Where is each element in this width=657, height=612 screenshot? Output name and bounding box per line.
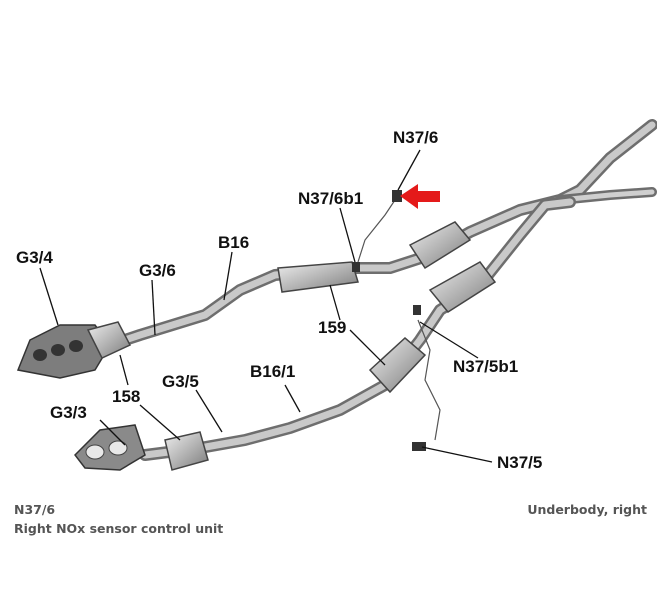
n37-6b1-sensor xyxy=(352,262,360,272)
right-front-catalytic-converter xyxy=(86,321,132,359)
lower-exhaust-pipe xyxy=(139,196,576,461)
component-code: N37/6 xyxy=(14,502,56,517)
label-g3-6: G3/6 xyxy=(139,261,176,280)
leader-lines xyxy=(39,149,493,463)
lower-middle-muffler xyxy=(368,337,427,394)
left-exhaust-manifold xyxy=(74,424,146,471)
label-n37-5: N37/5 xyxy=(497,453,542,472)
label-b16-1: B16/1 xyxy=(250,362,295,381)
upper-middle-muffler xyxy=(277,261,359,293)
n37-5b1-sensor xyxy=(413,305,421,315)
lower-rear-catalytic-converter xyxy=(428,261,497,313)
component-caption: N37/6 Right NOx sensor control unit xyxy=(14,500,223,538)
label-b16: B16 xyxy=(218,233,249,252)
label-n37-6: N37/6 xyxy=(393,128,438,147)
component-description: Right NOx sensor control unit xyxy=(14,521,224,536)
label-158: 158 xyxy=(112,387,140,406)
sensor-wiring xyxy=(357,199,441,441)
highlight-arrow-icon xyxy=(400,184,440,209)
label-g3-4: G3/4 xyxy=(16,248,53,267)
n37-6-control-unit xyxy=(392,190,402,202)
location-caption: Underbody, right xyxy=(527,502,647,517)
label-g3-5: G3/5 xyxy=(162,372,199,391)
label-n37-5b1: N37/5b1 xyxy=(453,357,518,376)
n37-5-control-unit xyxy=(412,442,426,451)
left-front-catalytic-converter xyxy=(164,431,209,471)
upper-rear-catalytic-converter xyxy=(408,221,472,270)
upper-exhaust-pipe xyxy=(104,119,657,351)
label-n37-6b1: N37/6b1 xyxy=(298,189,363,208)
label-g3-3: G3/3 xyxy=(50,403,87,422)
label-159: 159 xyxy=(318,318,346,337)
exhaust-system-diagram: N37/6 N37/6b1 G3/4 B16 G3/6 159 N37/5b1 … xyxy=(16,119,657,472)
